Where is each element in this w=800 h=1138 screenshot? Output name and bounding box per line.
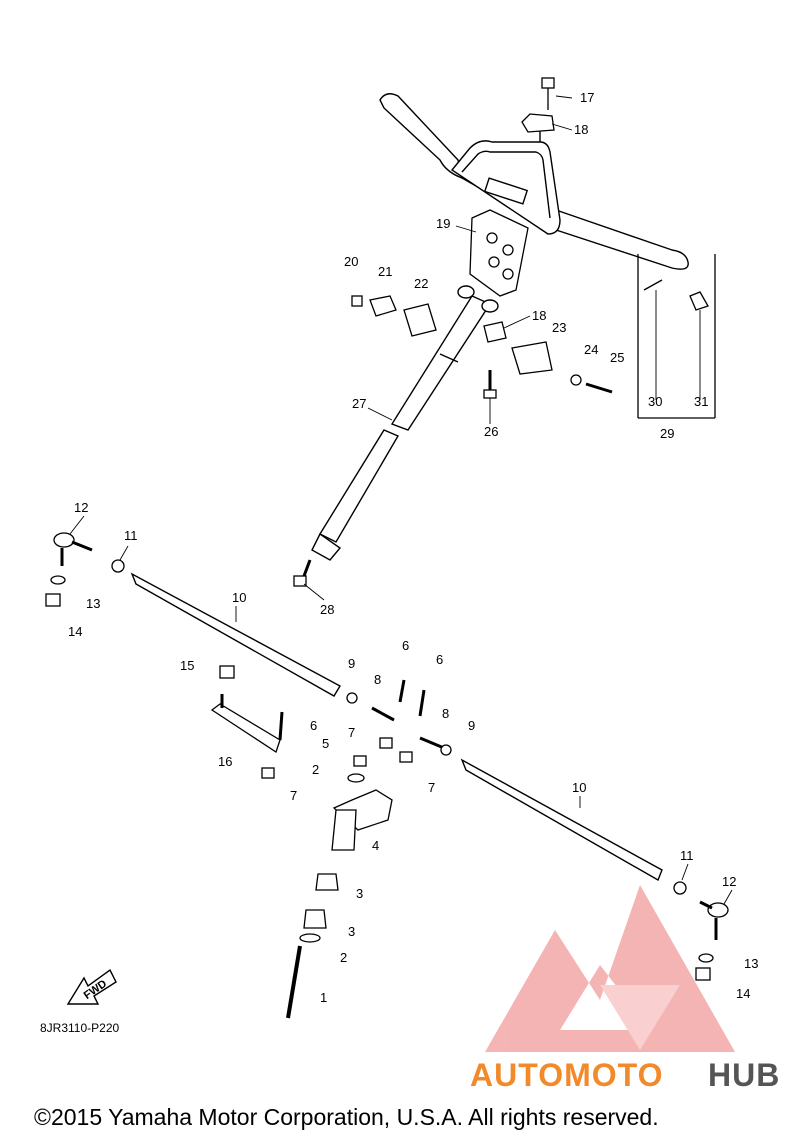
callout-8a: 8 xyxy=(374,672,381,687)
callout-3a: 3 xyxy=(356,886,363,901)
callout-13b: 13 xyxy=(744,956,758,971)
callout-6c: 6 xyxy=(310,718,317,733)
callout-15: 15 xyxy=(180,658,194,673)
callout-25: 25 xyxy=(610,350,624,365)
callout-28: 28 xyxy=(320,602,334,617)
handlebar xyxy=(379,93,689,270)
callout-5: 5 xyxy=(322,736,329,751)
callout-18b: 18 xyxy=(532,308,546,323)
callout-11b: 11 xyxy=(680,848,694,863)
callout-29: 29 xyxy=(660,426,674,441)
tie-rod-end-left xyxy=(45,532,125,607)
callout-6a: 6 xyxy=(402,638,409,653)
cable-parts xyxy=(637,254,716,419)
watermark-text-2: HUB xyxy=(708,1057,780,1093)
callout-20: 20 xyxy=(344,254,358,269)
callout-1: 1 xyxy=(320,990,327,1005)
callout-12a: 12 xyxy=(74,500,88,515)
callout-3b: 3 xyxy=(348,924,355,939)
callout-21: 21 xyxy=(378,264,392,279)
callout-23: 23 xyxy=(552,320,566,335)
callout-7b: 7 xyxy=(428,780,435,795)
leader-lines xyxy=(69,95,733,905)
callout-10a: 10 xyxy=(232,590,246,605)
callout-18a: 18 xyxy=(574,122,588,137)
diagram-code: 8JR3110-P220 xyxy=(40,1021,119,1035)
footer: ©2015 Yamaha Motor Corporation, U.S.A. A… xyxy=(0,1098,800,1138)
callout-10b: 10 xyxy=(572,780,586,795)
callout-13a: 13 xyxy=(86,596,100,611)
callout-2b: 2 xyxy=(340,950,347,965)
watermark-text-1: AUTOMOTO xyxy=(470,1057,663,1093)
callout-17: 17 xyxy=(580,90,594,105)
handlebar-holder xyxy=(469,209,529,297)
callout-2a: 2 xyxy=(312,762,319,777)
callout-19: 19 xyxy=(436,216,450,231)
steering-arm-assembly xyxy=(210,665,452,1019)
copyright-text: ©2015 Yamaha Motor Corporation, U.S.A. A… xyxy=(34,1104,659,1130)
watermark-logo xyxy=(485,885,735,1052)
callout-14b: 14 xyxy=(736,986,750,1001)
callout-31: 31 xyxy=(694,394,708,409)
callout-26: 26 xyxy=(484,424,498,439)
callout-27: 27 xyxy=(352,396,366,411)
callout-7c: 7 xyxy=(290,788,297,803)
tie-rod-lower xyxy=(460,758,663,882)
callout-16: 16 xyxy=(218,754,232,769)
fwd-arrow-icon: FWD xyxy=(66,968,117,1005)
callout-8b: 8 xyxy=(442,706,449,721)
callout-11a: 11 xyxy=(124,528,138,543)
callout-30: 30 xyxy=(648,394,662,409)
callout-14a: 14 xyxy=(68,624,82,639)
callout-labels: 1 2 2 3 3 4 5 6 6 6 7 7 7 8 8 9 9 10 10 … xyxy=(68,90,758,1005)
small-parts-group xyxy=(293,295,613,587)
callout-6b: 6 xyxy=(436,652,443,667)
callout-22: 22 xyxy=(414,276,428,291)
callout-9b: 9 xyxy=(468,718,475,733)
tie-rod-upper xyxy=(130,572,341,697)
steering-column xyxy=(311,285,499,561)
upper-clamp xyxy=(521,77,555,133)
callout-9a: 9 xyxy=(348,656,355,671)
tie-rod-end-right xyxy=(673,881,729,981)
callout-12b: 12 xyxy=(722,874,736,889)
callout-7a: 7 xyxy=(348,725,355,740)
callout-24: 24 xyxy=(584,342,598,357)
callout-4: 4 xyxy=(372,838,379,853)
